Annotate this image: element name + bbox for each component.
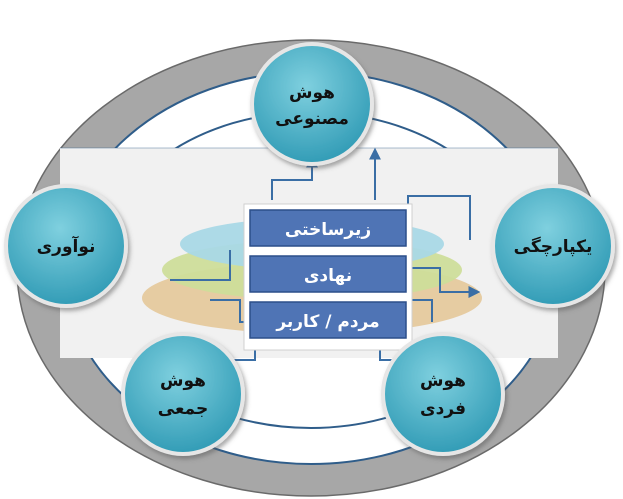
- node-bottom-left: هوش جمعی: [121, 332, 245, 456]
- node-bottom-right: هوش فردی: [381, 332, 505, 456]
- node-top-line2: مصنوعی: [275, 109, 349, 129]
- node-left: نوآوری: [4, 184, 128, 308]
- layer-label-institutional: نهادی: [304, 266, 352, 286]
- layer-box-people: [249, 301, 407, 339]
- node-right: یکپارچگی: [491, 184, 615, 308]
- node-top: هوش مصنوعی: [250, 42, 374, 166]
- layer-box-institutional: [249, 255, 407, 293]
- node-bottom-left-line1: هوش: [160, 371, 206, 391]
- layer-label-infrastructure: زیرساختی: [285, 220, 371, 240]
- layer-label-people: مردم / کاربر: [275, 312, 379, 332]
- layer-box-infrastructure: [249, 209, 407, 247]
- arrow-to-right-2: [412, 299, 433, 322]
- arrow-from-left: [170, 250, 231, 281]
- node-left-label: نوآوری: [37, 235, 96, 257]
- arrow-to-right-1: [412, 267, 481, 298]
- node-right-label: یکپارچگی: [514, 236, 593, 257]
- node-top-line1: هوش: [289, 83, 335, 103]
- node-bottom-right-line1: هوش: [420, 371, 466, 391]
- node-bottom-left-line2: جمعی: [158, 399, 208, 419]
- layer-stack: زیرساختی نهادی مردم / کاربر: [243, 203, 413, 351]
- arrow-to-top-1: [271, 155, 318, 200]
- arrow-from-right: [407, 195, 471, 240]
- node-bottom-right-line2: فردی: [420, 399, 466, 419]
